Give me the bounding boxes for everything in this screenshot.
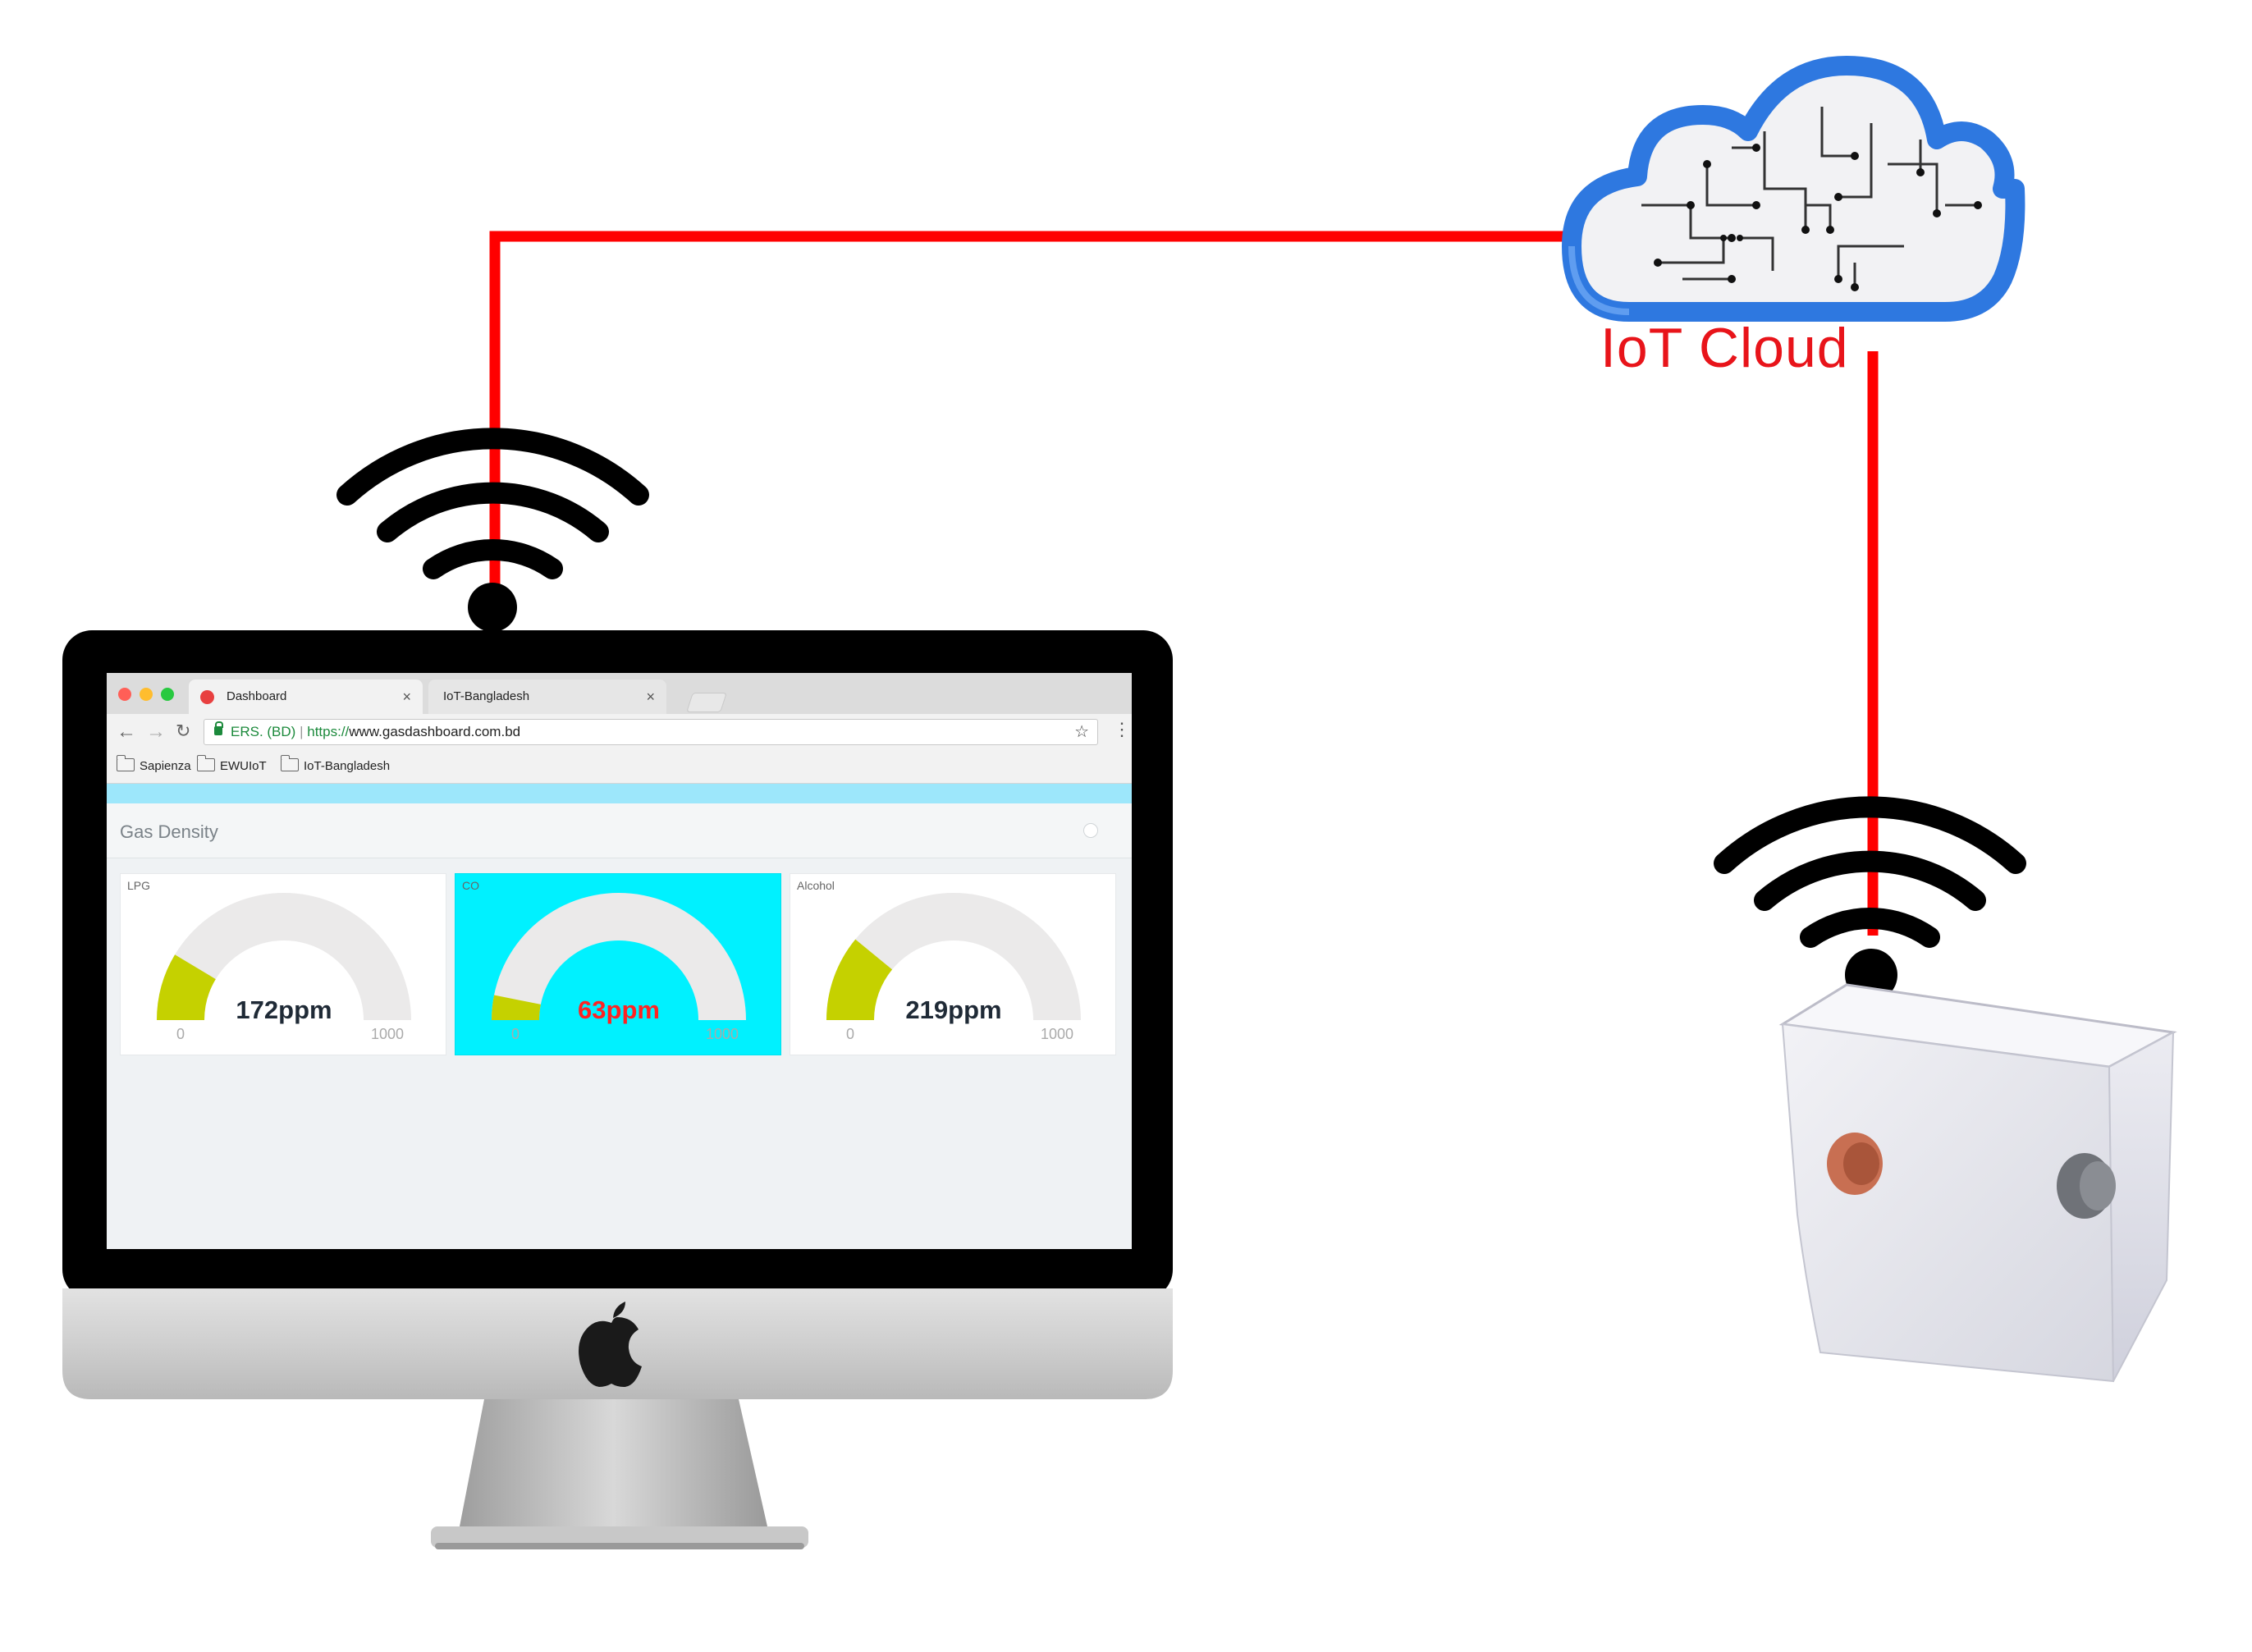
tab-dashboard[interactable]: Dashboard × bbox=[189, 680, 423, 714]
gauge-fill bbox=[492, 995, 541, 1020]
folder-icon bbox=[281, 755, 299, 771]
close-window-button[interactable] bbox=[118, 688, 131, 701]
gauge-max-label: 1000 bbox=[371, 1026, 405, 1042]
gauge-fill bbox=[826, 939, 893, 1020]
gauge-track bbox=[157, 893, 411, 1020]
panel-header: Gas Density bbox=[107, 803, 1132, 858]
gauge-track bbox=[492, 893, 746, 1020]
gauge-title: LPG bbox=[127, 879, 151, 892]
bookmark-iot-bangladesh[interactable]: IoT-Bangladesh bbox=[281, 755, 391, 773]
gauge-dial bbox=[492, 893, 746, 1020]
gauge-min-label: 0 bbox=[846, 1026, 855, 1042]
url-scheme: https:// bbox=[307, 724, 350, 739]
dashboard-favicon-icon bbox=[200, 690, 214, 704]
gauge-min-label: 0 bbox=[176, 1026, 185, 1042]
gauge-max-label: 1000 bbox=[706, 1026, 739, 1042]
folder-icon bbox=[117, 755, 135, 771]
gauge-value: 219ppm bbox=[905, 995, 1002, 1024]
bookmark-label: IoT-Bangladesh bbox=[304, 759, 391, 773]
url-host: www.gasdashboard.com.bd bbox=[349, 724, 521, 739]
new-tab-button[interactable] bbox=[686, 693, 727, 712]
apple-logo-icon bbox=[579, 1302, 642, 1387]
gauge-title: CO bbox=[462, 879, 479, 892]
gauge-track bbox=[826, 893, 1081, 1020]
bookmarks-bar: Sapienza EWUIoT IoT-Bangladesh bbox=[107, 750, 1132, 784]
menu-kebab-icon[interactable]: ⋮ bbox=[1113, 719, 1131, 739]
tab-iot-bangladesh[interactable]: IoT-Bangladesh × bbox=[428, 680, 666, 714]
panel-toggle-button[interactable] bbox=[1083, 823, 1098, 838]
forward-arrow-icon[interactable]: → bbox=[146, 721, 166, 743]
bookmark-label: EWUIoT bbox=[220, 759, 267, 773]
gauge-widget-alcohol: Alcohol 219ppm 0 1000 bbox=[790, 873, 1116, 1055]
gauge-widget-co: CO 63ppm 0 1000 bbox=[455, 873, 781, 1055]
wifi-icon bbox=[336, 428, 649, 632]
lock-icon bbox=[214, 721, 223, 735]
folder-icon bbox=[197, 755, 215, 771]
imac-screen: Dashboard × IoT-Bangladesh × ← → ↻ ERS. … bbox=[107, 673, 1132, 1249]
reload-icon[interactable]: ↻ bbox=[176, 721, 191, 741]
bookmark-label: Sapienza bbox=[140, 759, 191, 773]
address-separator: | bbox=[300, 724, 304, 739]
gauge-dial bbox=[826, 893, 1081, 1020]
connection-lines bbox=[489, 231, 1879, 936]
gauge-dial bbox=[157, 893, 411, 1020]
gauge-value: 63ppm bbox=[578, 995, 660, 1024]
cloud-label: IoT Cloud bbox=[1600, 317, 1849, 379]
gauge-min-label: 0 bbox=[511, 1026, 520, 1042]
security-label: ERS. (BD) bbox=[231, 724, 296, 739]
back-arrow-icon[interactable]: ← bbox=[117, 721, 136, 743]
browser-tab-bar: Dashboard × IoT-Bangladesh × bbox=[107, 673, 1132, 714]
gauge-title: Alcohol bbox=[797, 879, 835, 892]
gauge-value: 172ppm bbox=[236, 995, 332, 1024]
address-bar[interactable]: ERS. (BD) | https://www.gasdashboard.com… bbox=[204, 719, 1098, 745]
bookmark-sapienza[interactable]: Sapienza bbox=[117, 755, 191, 773]
tab-label: Dashboard bbox=[227, 689, 287, 703]
maximize-window-button[interactable] bbox=[161, 688, 174, 701]
minimize-window-button[interactable] bbox=[140, 688, 153, 701]
browser-toolbar: ← → ↻ ERS. (BD) | https://www.gasdashboa… bbox=[107, 714, 1132, 750]
panel-title: Gas Density bbox=[120, 821, 218, 842]
tab-label: IoT-Bangladesh bbox=[443, 689, 530, 703]
gauge-fill bbox=[157, 954, 216, 1020]
wifi-icon bbox=[1714, 796, 2026, 1001]
bookmark-ewuiot[interactable]: EWUIoT bbox=[197, 755, 267, 773]
gauge-widget-lpg: LPG 172ppm 0 1000 bbox=[120, 873, 446, 1055]
gas-sensor-device bbox=[1778, 983, 2177, 1383]
computer-cloud-link bbox=[489, 231, 1572, 640]
gauge-max-label: 1000 bbox=[1041, 1026, 1074, 1042]
dashboard-header-bar bbox=[107, 784, 1132, 803]
close-tab-icon[interactable]: × bbox=[646, 689, 655, 705]
cloud-circuit-icon bbox=[1562, 56, 2025, 322]
bookmark-star-icon[interactable]: ☆ bbox=[1074, 723, 1089, 741]
close-tab-icon[interactable]: × bbox=[402, 689, 411, 705]
